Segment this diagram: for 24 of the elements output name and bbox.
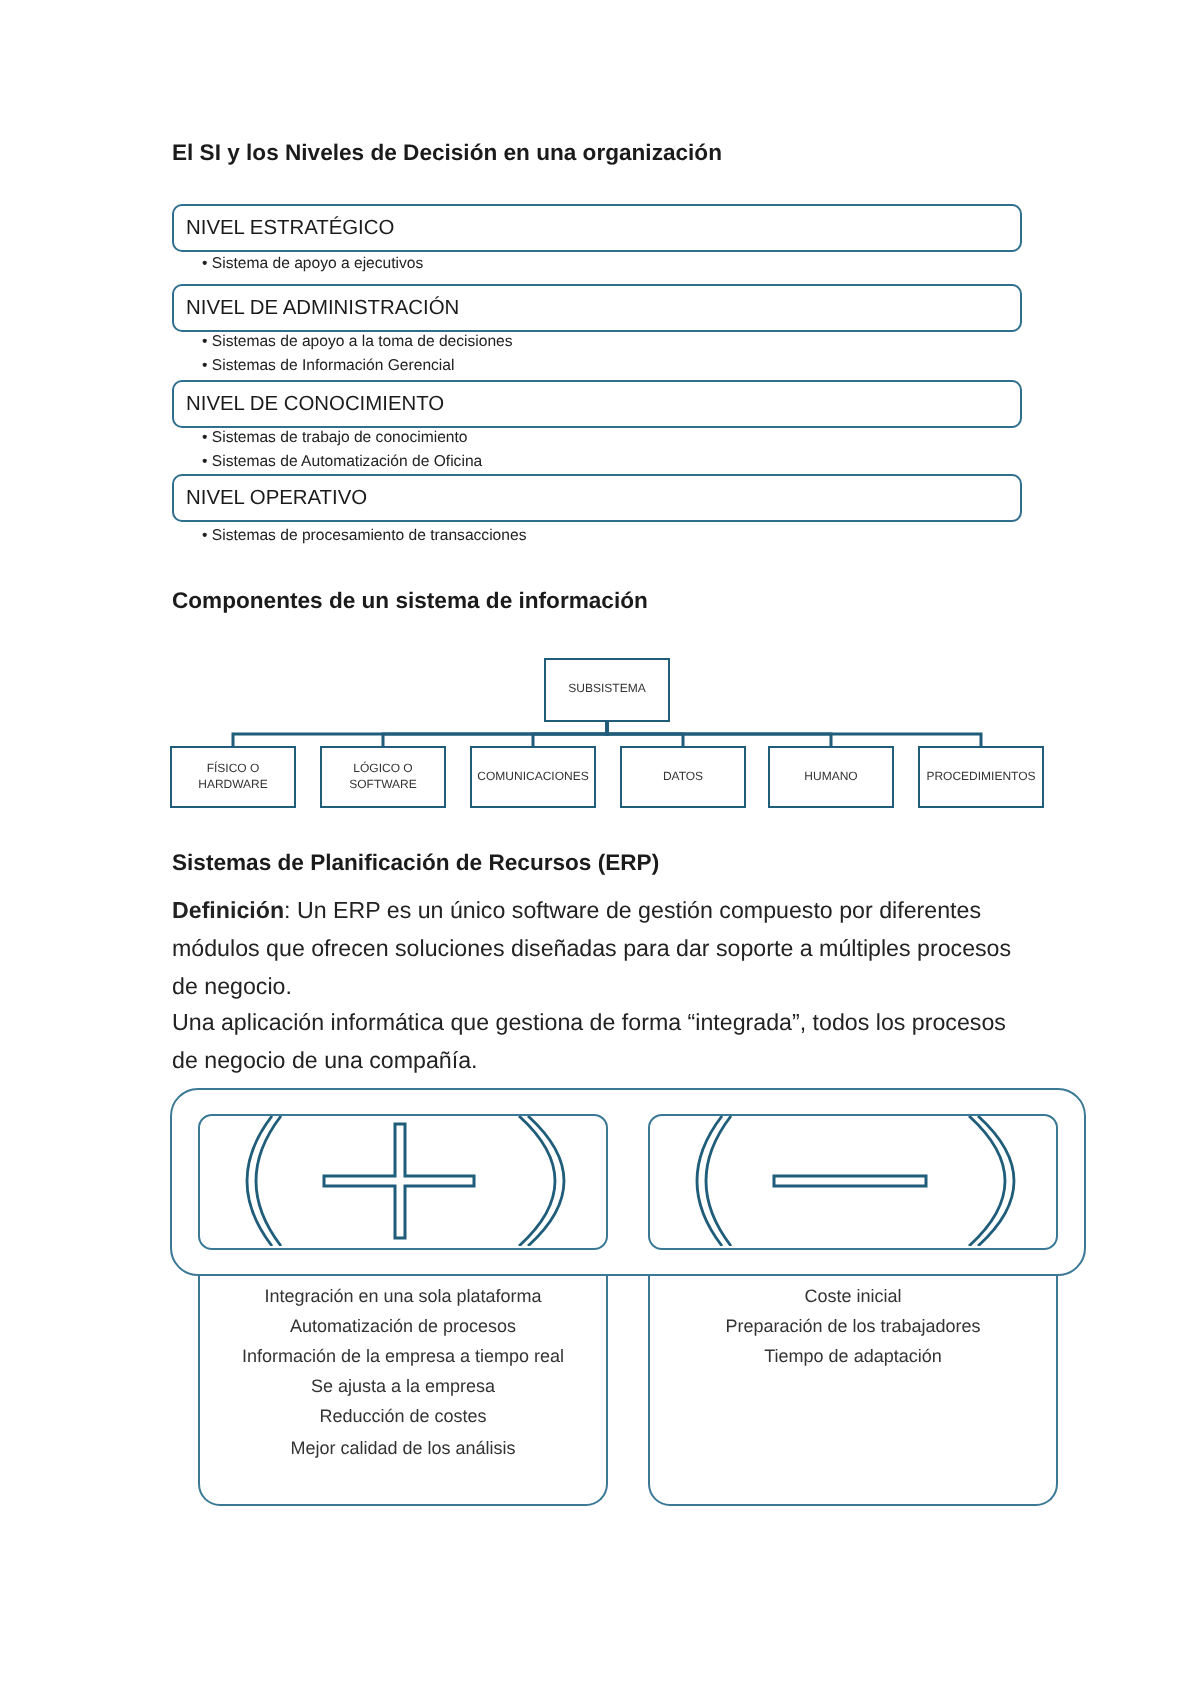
list-item: Preparación de los trabajadores	[723, 1313, 983, 1340]
section-heading: Componentes de un sistema de información	[172, 590, 648, 614]
level-box: NIVEL DE ADMINISTRACIÓN	[172, 284, 1022, 332]
list-item: Coste inicial	[802, 1283, 904, 1309]
list-item: Información de la empresa a tiempo real	[239, 1343, 567, 1370]
list-item: Automatización de procesos	[287, 1313, 519, 1340]
list-item: Se ajusta a la empresa	[308, 1374, 498, 1401]
list-panel	[198, 1273, 608, 1505]
list-item: Reducción de costes	[317, 1404, 489, 1431]
section-heading: Sistemas de Planificación de Recursos (ERP)	[172, 852, 660, 876]
connector-line	[605, 722, 983, 746]
list-item: Tiempo de adaptación	[762, 1343, 944, 1370]
level-box: NIVEL OPERATIVO	[172, 474, 1022, 522]
symbol-panel	[197, 1113, 607, 1249]
paragraph: Una aplicación informática que gestiona de forma “integrada”, todos los procesos de negocio de una compañía.	[172, 1008, 1008, 1078]
symbol-panel	[647, 1113, 1057, 1249]
comparison-panel	[170, 1088, 1086, 1276]
level-box: NIVEL DE CONOCIMIENTO	[172, 380, 1022, 428]
page-title: El SI y los Niveles de Decisión en una organización	[172, 142, 722, 166]
list-item: Mejor calidad de los análisis	[288, 1435, 518, 1462]
list-panel	[648, 1273, 1058, 1505]
list-item: Integración en una sola plataforma	[262, 1283, 544, 1310]
level-box: NIVEL ESTRATÉGICO	[172, 204, 1022, 252]
paragraph: Definición: Un ERP es un único software de gestión compuesto por diferentes módulos que ofrecen soluciones diseñadas para dar soporte a múltiples procesos de negocio.	[172, 896, 1014, 1004]
